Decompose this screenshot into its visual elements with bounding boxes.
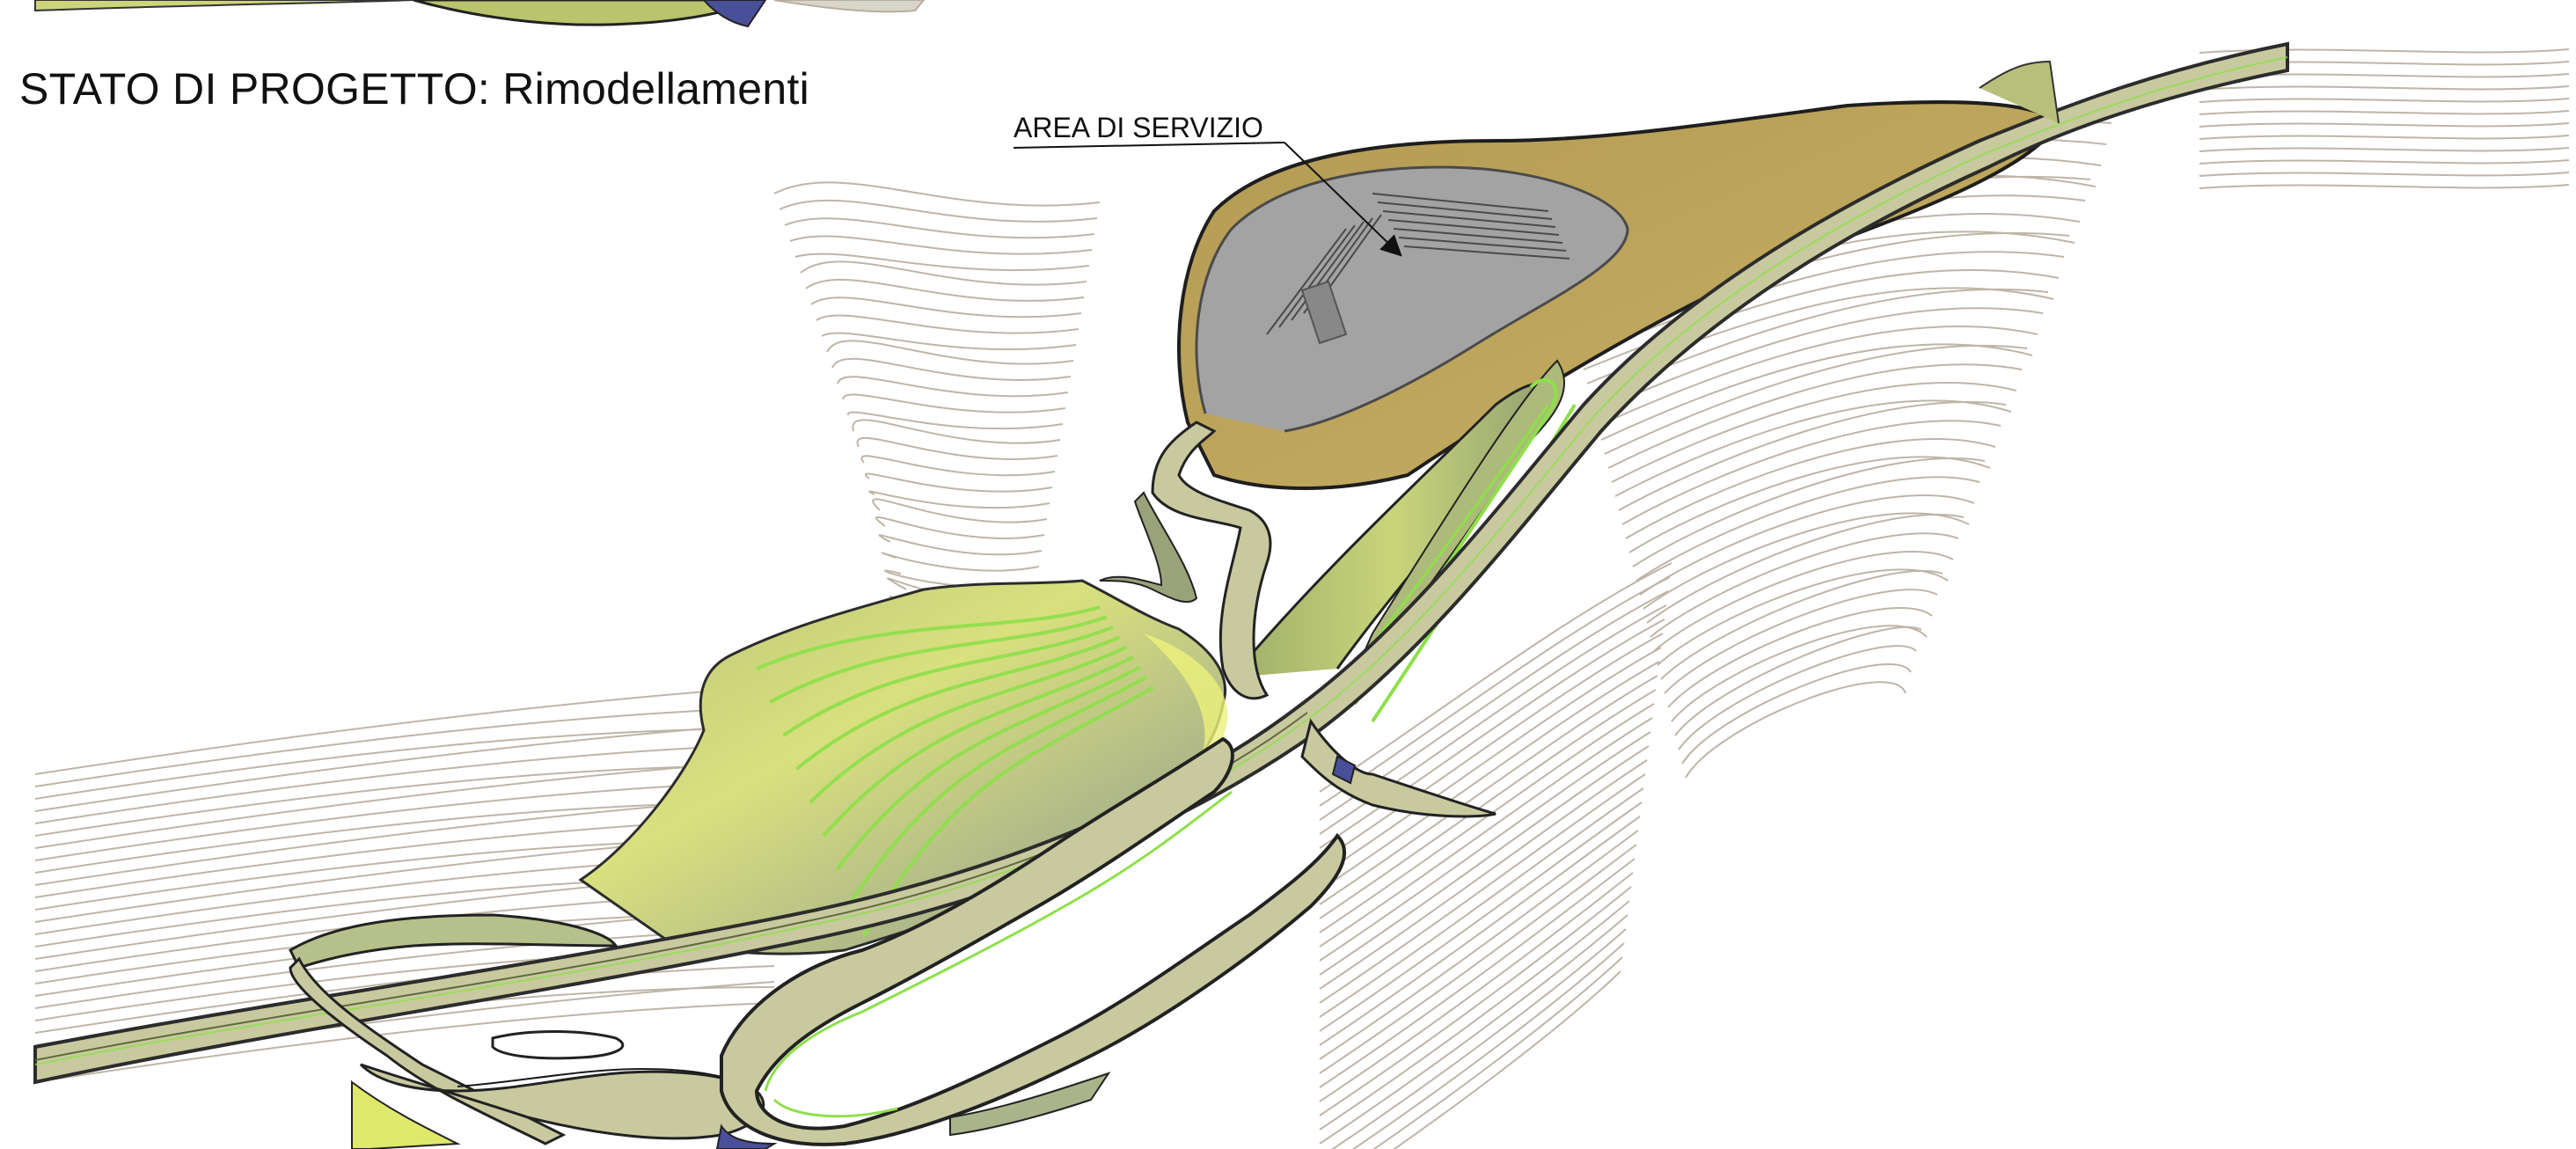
lower-interchange [289, 913, 765, 1149]
loop-interchange [715, 736, 1347, 1149]
service-area-callout: AREA DI SERVIZIO [1013, 112, 1402, 257]
parking-area [1195, 165, 1629, 433]
leader-arrow-icon [1284, 142, 1402, 257]
right-junction [1300, 718, 1497, 818]
callout-label: AREA DI SERVIZIO [1014, 112, 1263, 143]
drawing-title: STATO DI PROGETTO: Rimodellamenti [19, 64, 810, 113]
service-area-ramps [1099, 421, 1272, 700]
service-area-platform [1177, 100, 2061, 490]
top-strip-drawing [34, 0, 926, 28]
